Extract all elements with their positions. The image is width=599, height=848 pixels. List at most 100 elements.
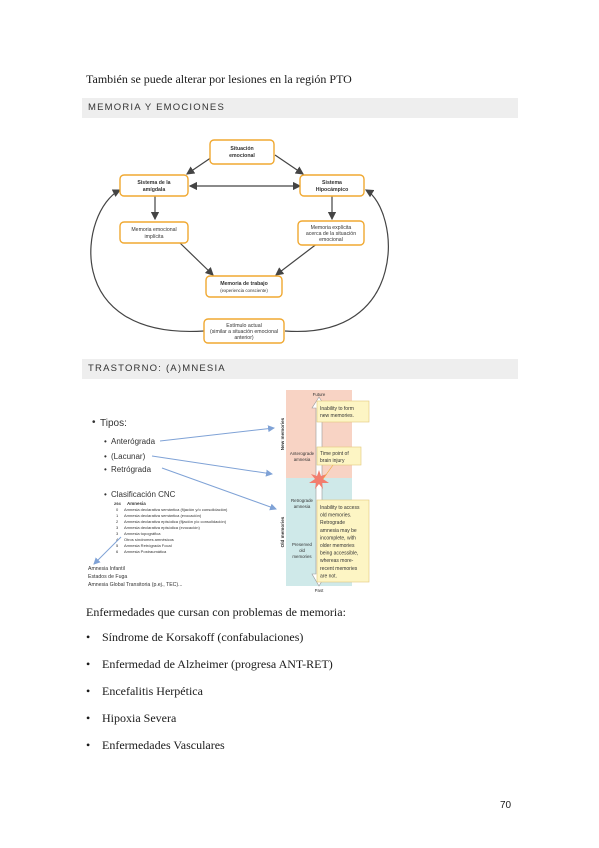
box3-line: recent memories: [320, 566, 358, 572]
box3-line: older memories: [320, 543, 355, 549]
implicita-line1: Memoria emocional: [131, 227, 176, 233]
anterograde-line1: Anterograde: [290, 451, 315, 456]
amigdala-line2: amígdala: [143, 187, 166, 193]
box3-line: whereas more-: [320, 558, 354, 564]
situacion-line2: emocional: [229, 153, 255, 159]
cnc-subitem-number: 0: [116, 507, 119, 512]
list-item: •Hipoxia Severa: [86, 711, 333, 738]
note-box-old: [316, 499, 370, 583]
box-estimulo: [203, 318, 285, 344]
cnc-subitem-number: 3: [116, 525, 119, 530]
implicita-line2: implícita: [144, 234, 163, 240]
explicita-line3: emocional: [319, 237, 343, 243]
section-title: TRASTORNO: (A)MNESIA: [88, 363, 226, 374]
retrograde-line1: Retrograde: [291, 498, 314, 503]
preserved-line3: memories: [292, 554, 312, 559]
tipo-anterograda: Anterógrada: [111, 437, 156, 446]
box3-line: amnesia may be: [320, 528, 357, 534]
box1-line1: Inability to form: [320, 406, 354, 412]
arrow-lacunar: [151, 455, 273, 477]
list-item: • Enfermedad de Alzheimer (progresa ANT-R…: [86, 657, 333, 684]
brain-injury-icon: [309, 470, 329, 489]
tipo-retrograda: Retrógrada: [111, 465, 152, 474]
list-item: • Encefalitis Herpética: [86, 684, 333, 711]
clasificacion-cnc: Clasificación CNC: [111, 490, 176, 499]
extra-global: Amnesia Global Transitoria (p.ej., TEC).…: [88, 582, 182, 588]
estimulo-line2: (similar a situación emocional: [210, 329, 278, 335]
disease-alzheimer: Enfermedad de Alzheimer (progresa ANT-RE…: [102, 657, 333, 671]
cnc-subitem: Amnesia declarativa semántica (fijación …: [124, 507, 228, 512]
cnc-subitem: Otros síndromes amnésicos: [124, 537, 174, 542]
tipos-title: Tipos:: [100, 418, 127, 429]
preserved-line2: old: [299, 548, 305, 553]
section-title: MEMORIA Y EMOCIONES: [88, 102, 225, 113]
box-implicita: [119, 221, 189, 244]
cnc-subitem: Amnesia declarativa semántica (evocación…: [124, 513, 202, 518]
list-bullet: •: [86, 657, 91, 671]
list-bullet: •: [86, 684, 91, 698]
estimulo-line3: anterior): [234, 335, 254, 341]
cnc-subitem-number: 5: [116, 543, 119, 548]
anterograde-line2: amnesia: [294, 457, 311, 462]
cnc-subitem: Amnesia topográfica: [124, 531, 161, 536]
section-header-memoria: MEMORIA Y EMOCIONES: [82, 98, 518, 118]
disease-list: • Síndrome de Korsakoff (confabulaciones)…: [86, 630, 333, 765]
cnc-subitems: 0 Amnesia declarativa semántica (fijación…: [116, 507, 228, 554]
box2-line1: Time point of: [320, 451, 349, 457]
disease-encefalitis: Encefalitis Herpética: [102, 684, 203, 698]
diagram-arrows: [90, 154, 389, 332]
cnc-subitem-number: 6: [116, 549, 119, 554]
timeline-future: Future: [313, 392, 326, 397]
explicita-line2: acerca de la situación: [306, 231, 356, 237]
timeline-past: Past: [315, 588, 325, 593]
tipo-dot-2: •: [104, 452, 107, 461]
list-bullet: •: [86, 738, 91, 752]
hipocampo-line2: Hipocámpico: [316, 187, 349, 193]
note-box-new: [316, 400, 370, 423]
explicita-line1: Memoria explícita: [311, 225, 352, 231]
section-header-amnesia: TRASTORNO: (A)MNESIA: [82, 359, 518, 379]
box3-line: old memories.: [320, 513, 351, 519]
box3-line: Retrograde: [320, 520, 345, 526]
arrow-anterograda: [159, 425, 275, 442]
hipocampo-line1: Sistema: [322, 180, 342, 186]
cnc-code: 294: [114, 501, 121, 506]
cnc-subitem: Amnesia Postraumática: [124, 549, 167, 554]
arrow-retrograda: [161, 467, 277, 511]
list-bullet: •: [86, 630, 91, 644]
arrow-clasificacion: [93, 536, 122, 565]
old-memories-label: Old memories: [280, 516, 285, 547]
list-item: • Síndrome de Korsakoff (confabulaciones): [86, 630, 333, 657]
cnc-subitem-number: 2: [116, 519, 119, 524]
box-trabajo: [205, 275, 283, 298]
extra-infantil: Amnesia Infantil: [88, 566, 125, 572]
box2-line2: brain injury: [320, 458, 345, 464]
box3-line: being accessible,: [320, 551, 358, 557]
cnc-subitem: Amnesia Retrógrada Focal: [124, 543, 172, 548]
retrograde-line2: amnesia: [294, 504, 311, 509]
trabajo-line1: Memoria de trabajo: [220, 281, 268, 287]
cnc-subitem: Amnesia declarativa episódica (evocación…: [124, 525, 200, 530]
box3-line: incomplete, with: [320, 535, 356, 541]
box1-line2: new memories.: [320, 413, 354, 419]
list-bullet: •: [86, 711, 91, 725]
box3-line: Inability to access: [320, 505, 360, 511]
cnc-subitem-number: 3: [116, 531, 119, 536]
tipo-dot-1: •: [104, 437, 107, 446]
tipo-lacunar: (Lacunar): [111, 452, 146, 461]
tipos-bullet: •: [92, 417, 96, 428]
disease-vasculares: Enfermedades Vasculares: [102, 738, 225, 752]
cnc-subitem: Amnesia declarativa episódica (fijación …: [124, 519, 227, 524]
amigdala-line1: Sistema de la: [137, 180, 170, 186]
box-situacion: [209, 139, 275, 165]
disease-korsakoff: Síndrome de Korsakoff (confabulaciones): [102, 630, 304, 644]
note-box-injury: [316, 446, 362, 466]
diseases-title: Enfermedades que cursan con problemas de…: [86, 605, 346, 619]
clasif-dot: •: [104, 490, 107, 499]
preserved-line1: Preserved: [292, 542, 313, 547]
intro-text: También se puede alterar por lesiones en…: [86, 72, 352, 86]
cnc-subitem-number: 4: [116, 537, 119, 542]
trabajo-line2: (experiencia consciente): [220, 288, 268, 293]
